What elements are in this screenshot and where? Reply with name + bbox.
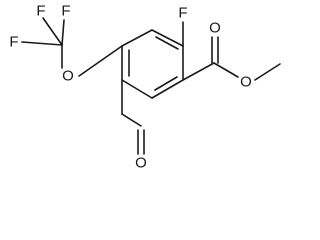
atom-carbonyl-oxygen: O [209, 20, 221, 37]
ring-bond-1-inner [155, 36, 179, 50]
benzene-ring [121, 29, 184, 99]
ring-bond-6 [121, 29, 153, 47]
ring-bond-4 [121, 79, 153, 99]
bond-ester-oxygen [213, 62, 239, 78]
bond-cf3-left [21, 41, 63, 46]
atom-cf3-fluorine-left: F [9, 34, 18, 51]
bond-cf3-right [61, 19, 65, 46]
atom-fluorine: F [178, 5, 187, 22]
atom-ether-oxygen: O [62, 68, 74, 85]
atom-cf3-fluorine-right: F [61, 3, 70, 20]
molecule-structure: F O O O O F F F [9, 3, 281, 172]
ring-bond-3-inner [154, 76, 178, 91]
bond-aldehyde-ch [121, 113, 142, 127]
atom-cf3-fluorine-top: F [36, 3, 45, 20]
bond-o-methyl [254, 63, 281, 81]
atom-aldehyde-oxygen: O [135, 155, 147, 172]
bond-cf3-top [42, 17, 63, 46]
ring-bond-1 [151, 29, 184, 47]
ring-bond-3 [151, 79, 184, 99]
atom-ester-oxygen: O [240, 74, 252, 91]
bond-ring-ether [78, 45, 123, 77]
bond-ring-ester [182, 62, 215, 81]
